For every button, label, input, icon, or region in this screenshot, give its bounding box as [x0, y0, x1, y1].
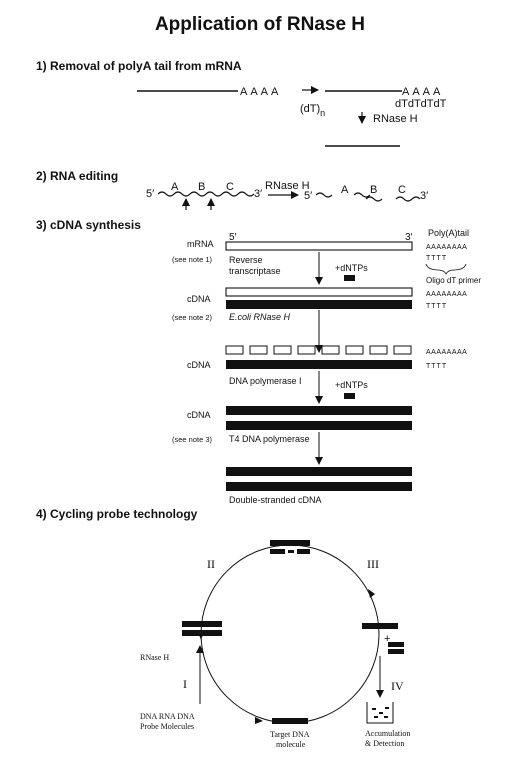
five-prime-label-product: 5′: [304, 190, 312, 202]
segment-a: A: [171, 181, 179, 193]
rnase-h-label-2: RNase H: [265, 180, 310, 192]
step-roman-4: IV: [391, 679, 404, 693]
segment-b-product: B: [370, 184, 377, 196]
rna-editing-diagram: 5′ A B C 3′ RNase H 5′ A B C 3′: [146, 180, 428, 210]
section-4-heading: 4) Cycling probe technology: [36, 507, 198, 521]
oligo-dt-label: dTdTdTdT: [395, 98, 447, 110]
cdna-label-1: cDNA: [187, 294, 211, 304]
detection-cup: [366, 702, 394, 724]
rnase-h-label-1: RNase H: [373, 113, 418, 125]
mrna-strand: [225, 241, 413, 251]
probe-label-line-2: Probe Molecules: [140, 722, 194, 731]
cdna-strand-1: [226, 300, 412, 309]
reverse-label: Reverse: [229, 255, 263, 265]
plus-sign: +: [384, 633, 390, 645]
dntps-label-2: +dNTPs: [335, 380, 368, 390]
oligo-t-row-1: TTTT: [426, 255, 447, 262]
cycling-probe-diagram: + I II III IV RNase H DNA RNA DNA Probe …: [140, 540, 410, 749]
cdna-synthesis-diagram: 5′ 3′ Poly(A)tail mRNA (see note 1) AAAA…: [172, 228, 481, 505]
segment-a-product: A: [341, 184, 349, 196]
cdna-strand-3b: [226, 421, 412, 430]
target-label-line-2: molecule: [276, 740, 306, 749]
cdna-strand-3a: [226, 406, 412, 415]
cdna-label-3: cDNA: [187, 410, 211, 420]
step-roman-3: III: [367, 557, 379, 571]
t4-polymerase-label: T4 DNA polymerase: [229, 434, 310, 444]
note-2: (see note 2): [172, 313, 213, 322]
ds-cdna-strand-b: [226, 482, 412, 491]
accumulation-label-line-2: & Detection: [365, 739, 404, 748]
step-roman-1: I: [183, 677, 187, 691]
rnase-h-label-4: RNase H: [140, 653, 169, 662]
dntps-label-1: +dNTPs: [335, 263, 368, 273]
three-prime-label-product: 3′: [420, 190, 428, 202]
note-3: (see note 3): [172, 435, 213, 444]
section-3-heading: 3) cDNA synthesis: [36, 218, 141, 232]
mrna-label: mRNA: [187, 239, 214, 249]
mrna-three-prime: 3′: [405, 232, 413, 243]
target-label-line-1: Target DNA: [270, 730, 310, 739]
hybrid-rna-strand: [225, 287, 413, 297]
section-2-heading: 2) RNA editing: [36, 169, 118, 183]
oligo-t-row-2: TTTT: [426, 303, 447, 310]
oligo-t-row-3: TTTT: [426, 363, 447, 370]
oligo-primer-label: Oligo dT primer: [426, 276, 481, 285]
step-roman-2: II: [207, 557, 215, 571]
accumulation-label-line-1: Accumulation: [365, 729, 410, 738]
polya-tail-left: AAAA: [240, 86, 281, 98]
dna-polymerase-label: DNA polymerase I: [229, 376, 302, 386]
ecoli-rnase-h-label: E.coli RNase H: [229, 312, 291, 322]
polya-removal-diagram: AAAA AAAA dTdTdTdT (dT)n RNase H: [137, 86, 447, 147]
polya-row-2: AAAAAAAA: [426, 291, 467, 298]
polya-tail-right: AAAA: [402, 86, 443, 98]
segment-c: C: [226, 181, 234, 193]
dt-n-label: (dT)n: [300, 103, 325, 118]
cdna-strand-2: [226, 360, 412, 369]
section-1-heading: 1) Removal of polyA tail from mRNA: [36, 59, 242, 73]
page-title: Application of RNase H: [155, 14, 365, 35]
cycle-circle: [200, 544, 380, 724]
three-prime-label: 3′: [254, 188, 262, 200]
polya-row-3: AAAAAAAA: [426, 349, 467, 356]
dntps-block-2: [344, 393, 355, 399]
cdna-label-2: cDNA: [187, 360, 211, 370]
ds-cdna-strand-a: [226, 467, 412, 476]
probe-label-line-1: DNA RNA DNA: [140, 712, 195, 721]
ds-cdna-label: Double-stranded cDNA: [229, 495, 322, 505]
five-prime-label: 5′: [146, 188, 154, 200]
dntps-block-1: [344, 275, 355, 281]
polya-tail-label: Poly(A)tail: [428, 228, 469, 238]
segment-b: B: [198, 181, 205, 193]
mrna-five-prime: 5′: [229, 232, 237, 243]
segment-c-product: C: [398, 184, 406, 196]
polya-row-1: AAAAAAAA: [426, 244, 467, 251]
note-1: (see note 1): [172, 255, 213, 264]
nicked-rna-fragments: [225, 345, 412, 355]
transcriptase-label: transcriptase: [229, 266, 281, 276]
